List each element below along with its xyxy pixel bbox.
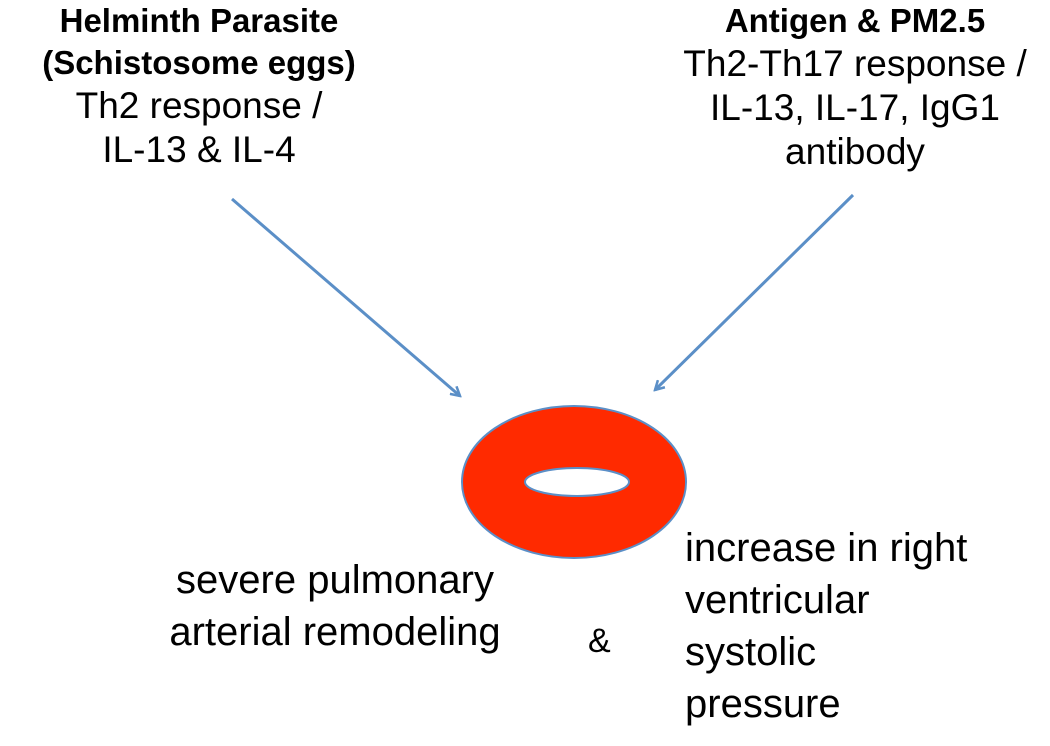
pressure-line3: systolic — [685, 630, 817, 674]
antigen-title-line1: Antigen & PM2.5 — [724, 2, 986, 39]
helminth-title-line2: (Schistosome eggs) — [42, 44, 356, 81]
pressure-outcome: increase in right ventricular systolic p… — [685, 522, 967, 730]
helminth-detail-line1: Th2 response / — [75, 85, 323, 126]
remodeling-line1: severe pulmonary — [176, 558, 494, 602]
right-arrow — [655, 193, 855, 390]
pressure-line4: pressure — [685, 682, 841, 726]
antigen-detail-line3: antibody — [785, 131, 925, 172]
remodeling-outcome: severe pulmonary arterial remodeling — [120, 554, 550, 658]
pressure-line1: increase in right — [685, 526, 968, 570]
ampersand-connector: & — [588, 622, 611, 660]
antigen-detail-line1: Th2-Th17 response / — [683, 43, 1027, 84]
antigen-pm25-block: Antigen & PM2.5 Th2-Th17 response / IL-1… — [660, 0, 1050, 174]
pressure-line2: ventricular — [685, 578, 870, 622]
vessel-lumen — [524, 467, 630, 497]
left-arrow — [231, 197, 460, 396]
helminth-detail-line2: IL-13 & IL-4 — [102, 129, 296, 170]
remodeling-line2: arterial remodeling — [169, 610, 501, 654]
helminth-parasite-block: Helminth Parasite (Schistosome eggs) Th2… — [0, 0, 398, 172]
antigen-detail-line2: IL-13, IL-17, IgG1 — [709, 87, 1000, 128]
helminth-title-line1: Helminth Parasite — [59, 2, 339, 39]
